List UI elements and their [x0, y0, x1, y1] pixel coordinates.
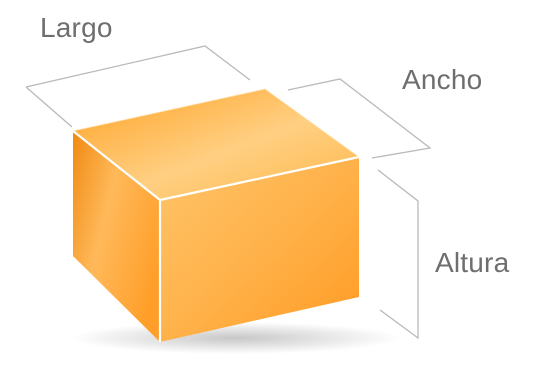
- width-guide-line: [287, 78, 432, 159]
- box-side-face: [160, 157, 359, 342]
- box-shadow: [70, 322, 400, 354]
- length-guide-line: [25, 45, 251, 88]
- height-label: Altura: [435, 247, 510, 278]
- length-guide-tick: [25, 86, 73, 128]
- length-label: Largo: [40, 12, 113, 43]
- box-back-edge: [72, 88, 360, 158]
- width-label: Ancho: [402, 64, 483, 95]
- height-guide-line: [377, 169, 419, 340]
